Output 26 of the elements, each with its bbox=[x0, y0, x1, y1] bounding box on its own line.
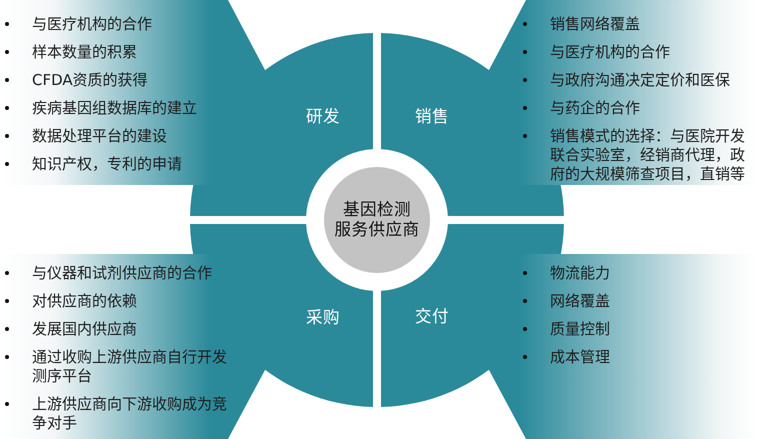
center-circle bbox=[324, 167, 430, 273]
list-item-text: 网络覆盖 bbox=[550, 292, 611, 311]
list-item-text: 与医疗机构的合作 bbox=[32, 14, 153, 34]
list-item-text: 上游供应商向下游收购成为竞争对手 bbox=[32, 394, 228, 433]
list-item-text: 销售模式的选择：与医院开发联合实验室，经销商代理，政府的大规模筛查项目，直销等 bbox=[550, 126, 746, 184]
list-item-text: 物流能力 bbox=[550, 264, 611, 283]
list-item-text: 与仪器和试剂供应商的合作 bbox=[32, 264, 213, 283]
list-item-text: 与药企的合作 bbox=[550, 98, 641, 118]
list-item-text: 与医疗机构的合作 bbox=[550, 42, 671, 62]
list-item-text: CFDA资质的获得 bbox=[32, 70, 149, 90]
list-item-text: 与政府沟通决定定价和医保 bbox=[550, 70, 731, 90]
list-item-text: 对供应商的依赖 bbox=[32, 292, 138, 311]
list-item-text: 疾病基因组数据库的建立 bbox=[32, 98, 198, 118]
list-item-text: 知识产权，专利的申请 bbox=[32, 154, 183, 174]
center-label: 基因检测服务供应商 bbox=[334, 200, 420, 240]
list-item-text: 发展国内供应商 bbox=[32, 320, 138, 339]
quadrant-label: 研发 bbox=[306, 106, 340, 127]
list-item-text: 销售网络覆盖 bbox=[550, 14, 641, 34]
list-item-text: 样本数量的积累 bbox=[32, 42, 138, 62]
list-item-text: 通过收购上游供应商自行开发测序平台 bbox=[32, 348, 228, 386]
list-item-text: 质量控制 bbox=[550, 320, 611, 339]
list-item-text: 数据处理平台的建设 bbox=[32, 126, 168, 146]
quadrant-label: 交付 bbox=[415, 307, 449, 327]
quadrant-label: 采购 bbox=[306, 308, 340, 328]
quadrant-label: 销售 bbox=[415, 106, 449, 127]
list-item-text: 成本管理 bbox=[550, 348, 611, 367]
